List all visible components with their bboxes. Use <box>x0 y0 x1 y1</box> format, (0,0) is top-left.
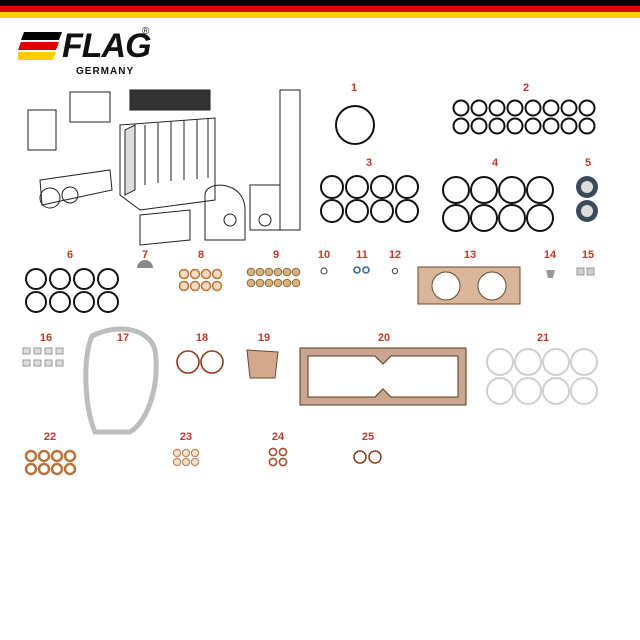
part-8-rings <box>178 268 223 292</box>
part-12-ring <box>391 267 399 275</box>
part-20-gasket <box>299 347 467 406</box>
part-label: 1 <box>350 82 358 94</box>
brand-name: FLAG <box>62 27 152 65</box>
part-label: 6 <box>66 249 74 261</box>
part-24-washers <box>268 447 288 467</box>
pump-body <box>119 117 216 211</box>
part-label: 3 <box>365 157 373 169</box>
part-label: 7 <box>141 249 149 261</box>
part-21-orings <box>486 348 598 405</box>
flag-black-stripe <box>0 0 640 6</box>
part-2-orings <box>452 99 596 135</box>
part-label: 19 <box>257 332 271 344</box>
part-label: 15 <box>581 249 595 261</box>
part-label: 12 <box>388 249 402 261</box>
part-16-caps <box>22 347 64 367</box>
part-label: 5 <box>584 157 592 169</box>
part-label: 20 <box>377 332 391 344</box>
pump-top-cover <box>129 89 211 111</box>
german-flag-bar <box>0 0 640 18</box>
part-label: 25 <box>361 431 375 443</box>
part-label: 8 <box>197 249 205 261</box>
part-3-orings <box>320 175 419 223</box>
injection-pump-drawing <box>27 89 301 246</box>
part-label: 2 <box>522 82 530 94</box>
part-13-gasket <box>417 266 521 305</box>
part-14-valve <box>546 270 555 278</box>
part-label: 13 <box>463 249 477 261</box>
part-6-orings <box>25 268 119 313</box>
part-15-caps <box>576 267 595 276</box>
flag-logo: FLAG ® GERMANY <box>18 26 178 82</box>
part-25-rings <box>353 450 382 464</box>
part-label: 21 <box>536 332 550 344</box>
part-label: 9 <box>272 249 280 261</box>
part-label: 11 <box>356 249 368 261</box>
flag-red-stripe <box>0 6 640 12</box>
part-label: 16 <box>39 332 53 344</box>
part-23-washers <box>172 448 200 467</box>
registered-mark: ® <box>142 26 150 37</box>
part-label: 22 <box>43 431 57 443</box>
part-18-rings <box>176 350 224 374</box>
part-label: 10 <box>317 249 331 261</box>
part-10-ring <box>320 267 328 275</box>
part-22-washers <box>24 449 77 476</box>
part-9-washers <box>246 267 301 288</box>
part-5-shaft-seals <box>576 176 598 222</box>
part-11-rings <box>353 266 370 274</box>
part-4-orings <box>442 176 554 232</box>
part-19-gasket <box>246 349 279 379</box>
part-1-oring <box>335 105 375 145</box>
governor-cover <box>204 184 246 241</box>
part-7-key <box>137 260 153 268</box>
brand-subtitle: GERMANY <box>76 66 135 77</box>
part-label: 23 <box>179 431 193 443</box>
part-label: 24 <box>271 431 285 443</box>
flag-gold-stripe <box>0 12 640 18</box>
part-label: 17 <box>116 332 130 344</box>
part-label: 4 <box>491 157 499 169</box>
logo-stripes-icon <box>18 32 62 60</box>
part-17-gasket <box>83 326 159 435</box>
part-label: 14 <box>543 249 557 261</box>
part-label: 18 <box>195 332 209 344</box>
